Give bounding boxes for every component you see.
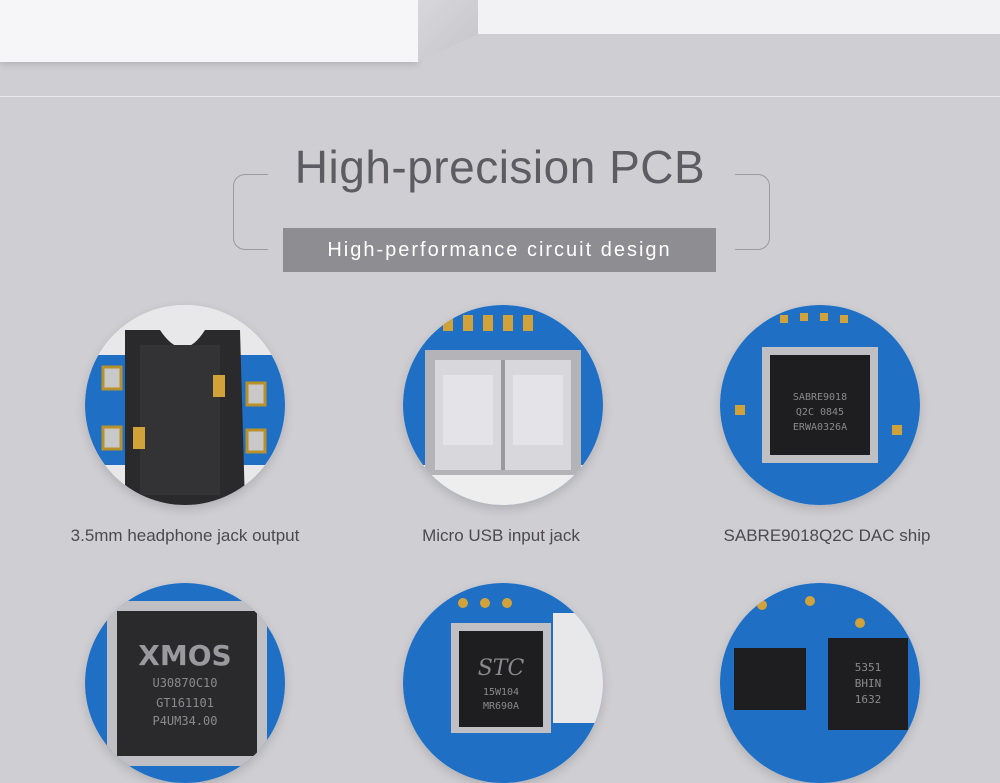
stc-chip-photo: STC 15W104 MR690A xyxy=(403,583,603,783)
section-divider xyxy=(0,96,1000,97)
xmos-chip-text-3: GT161101 xyxy=(156,696,214,710)
xmos-chip-photo: XMOS U30870C10 GT161101 P4UM34.00 xyxy=(85,583,285,783)
top-right-block xyxy=(478,0,1000,34)
stc-logo-text: STC xyxy=(478,656,525,681)
dac-chip-image: SABRE9018 Q2C 0845 ERWA0326A xyxy=(720,305,920,505)
caption-micro-usb: Micro USB input jack xyxy=(422,526,580,545)
power-chips-photo: 5351 BHIN 1632 xyxy=(720,583,920,783)
section-title: High-precision PCB xyxy=(294,141,706,193)
micro-usb-image xyxy=(403,305,603,505)
dac-chip-text-2: Q2C 0845 xyxy=(796,407,844,418)
power-chip-text-1: 5351 xyxy=(855,661,882,674)
caption-dac-chip: SABRE9018Q2C DAC ship xyxy=(723,526,931,545)
power-chip-text-3: 1632 xyxy=(855,693,882,706)
xmos-chip-text-2: U30870C10 xyxy=(152,676,217,690)
xmos-logo-text: XMOS xyxy=(138,639,231,672)
power-chip-text-2: BHIN xyxy=(855,677,882,690)
dac-chip-text-3: ERWA0326A xyxy=(793,422,847,433)
section-subtitle: High-performance circuit design xyxy=(283,228,716,272)
stc-chip-text-2: 15W104 xyxy=(483,687,519,698)
headphone-jack-photo xyxy=(85,305,285,505)
top-block-shadow-face xyxy=(418,0,478,62)
caption-headphone-jack: 3.5mm headphone jack output xyxy=(70,526,300,545)
dac-chip-text-1: SABRE9018 xyxy=(793,392,847,403)
dac-chip-photo: SABRE9018 Q2C 0845 ERWA0326A xyxy=(720,305,920,505)
power-chips-image: 5351 BHIN 1632 xyxy=(720,583,920,783)
section-subtitle-text: High-performance circuit design xyxy=(327,238,672,261)
title-bracket-left xyxy=(233,174,268,250)
micro-usb-photo xyxy=(403,305,603,505)
stc-chip-text-3: MR690A xyxy=(483,701,519,712)
xmos-chip-image: XMOS U30870C10 GT161101 P4UM34.00 xyxy=(85,583,285,783)
stc-chip-image: STC 15W104 MR690A xyxy=(403,583,603,783)
headphone-jack-image xyxy=(85,305,285,505)
top-white-block xyxy=(0,0,418,62)
xmos-chip-text-4: P4UM34.00 xyxy=(152,714,217,728)
title-bracket-right xyxy=(735,174,770,250)
